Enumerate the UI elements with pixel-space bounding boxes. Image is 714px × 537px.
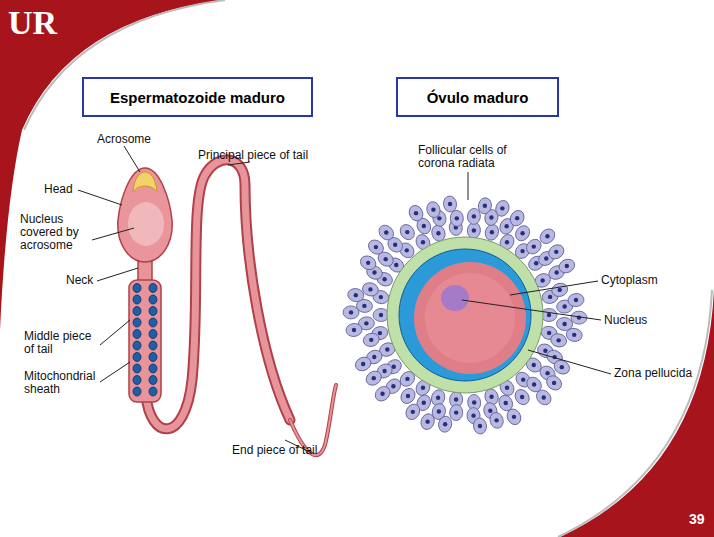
part-label: Acrosome	[97, 133, 151, 146]
part-label: Principal piece of tail	[198, 149, 308, 162]
part-label: Neck	[66, 274, 93, 287]
red-corner	[560, 290, 714, 537]
part-label: Nucleus	[604, 314, 647, 327]
title-text: Espermatozoide maduro	[110, 89, 285, 106]
part-label: Cytoplasm	[601, 274, 658, 287]
title-box: Espermatozoide maduro	[82, 77, 313, 117]
sperm	[118, 160, 336, 455]
part-label: End piece of tail	[232, 444, 317, 457]
ovum	[387, 237, 543, 393]
leader-lines	[78, 146, 611, 452]
mitochondria	[133, 284, 157, 397]
logo-text: UR	[8, 4, 57, 41]
part-label: Mitochondrial sheath	[24, 370, 106, 396]
grey-curve	[558, 290, 712, 537]
corona-cells	[343, 195, 587, 435]
part-label: Follicular cells of corona radiata	[418, 144, 530, 170]
title-box: Óvulo maduro	[396, 77, 559, 117]
part-label: Nucleus covered by acrosome	[20, 213, 98, 253]
slide-number: 39	[689, 512, 705, 527]
part-label: Middle piece of tail	[24, 330, 102, 356]
part-label: Zona pellucida	[614, 367, 692, 380]
part-label: Head	[44, 183, 73, 196]
title-text: Óvulo maduro	[427, 89, 529, 106]
